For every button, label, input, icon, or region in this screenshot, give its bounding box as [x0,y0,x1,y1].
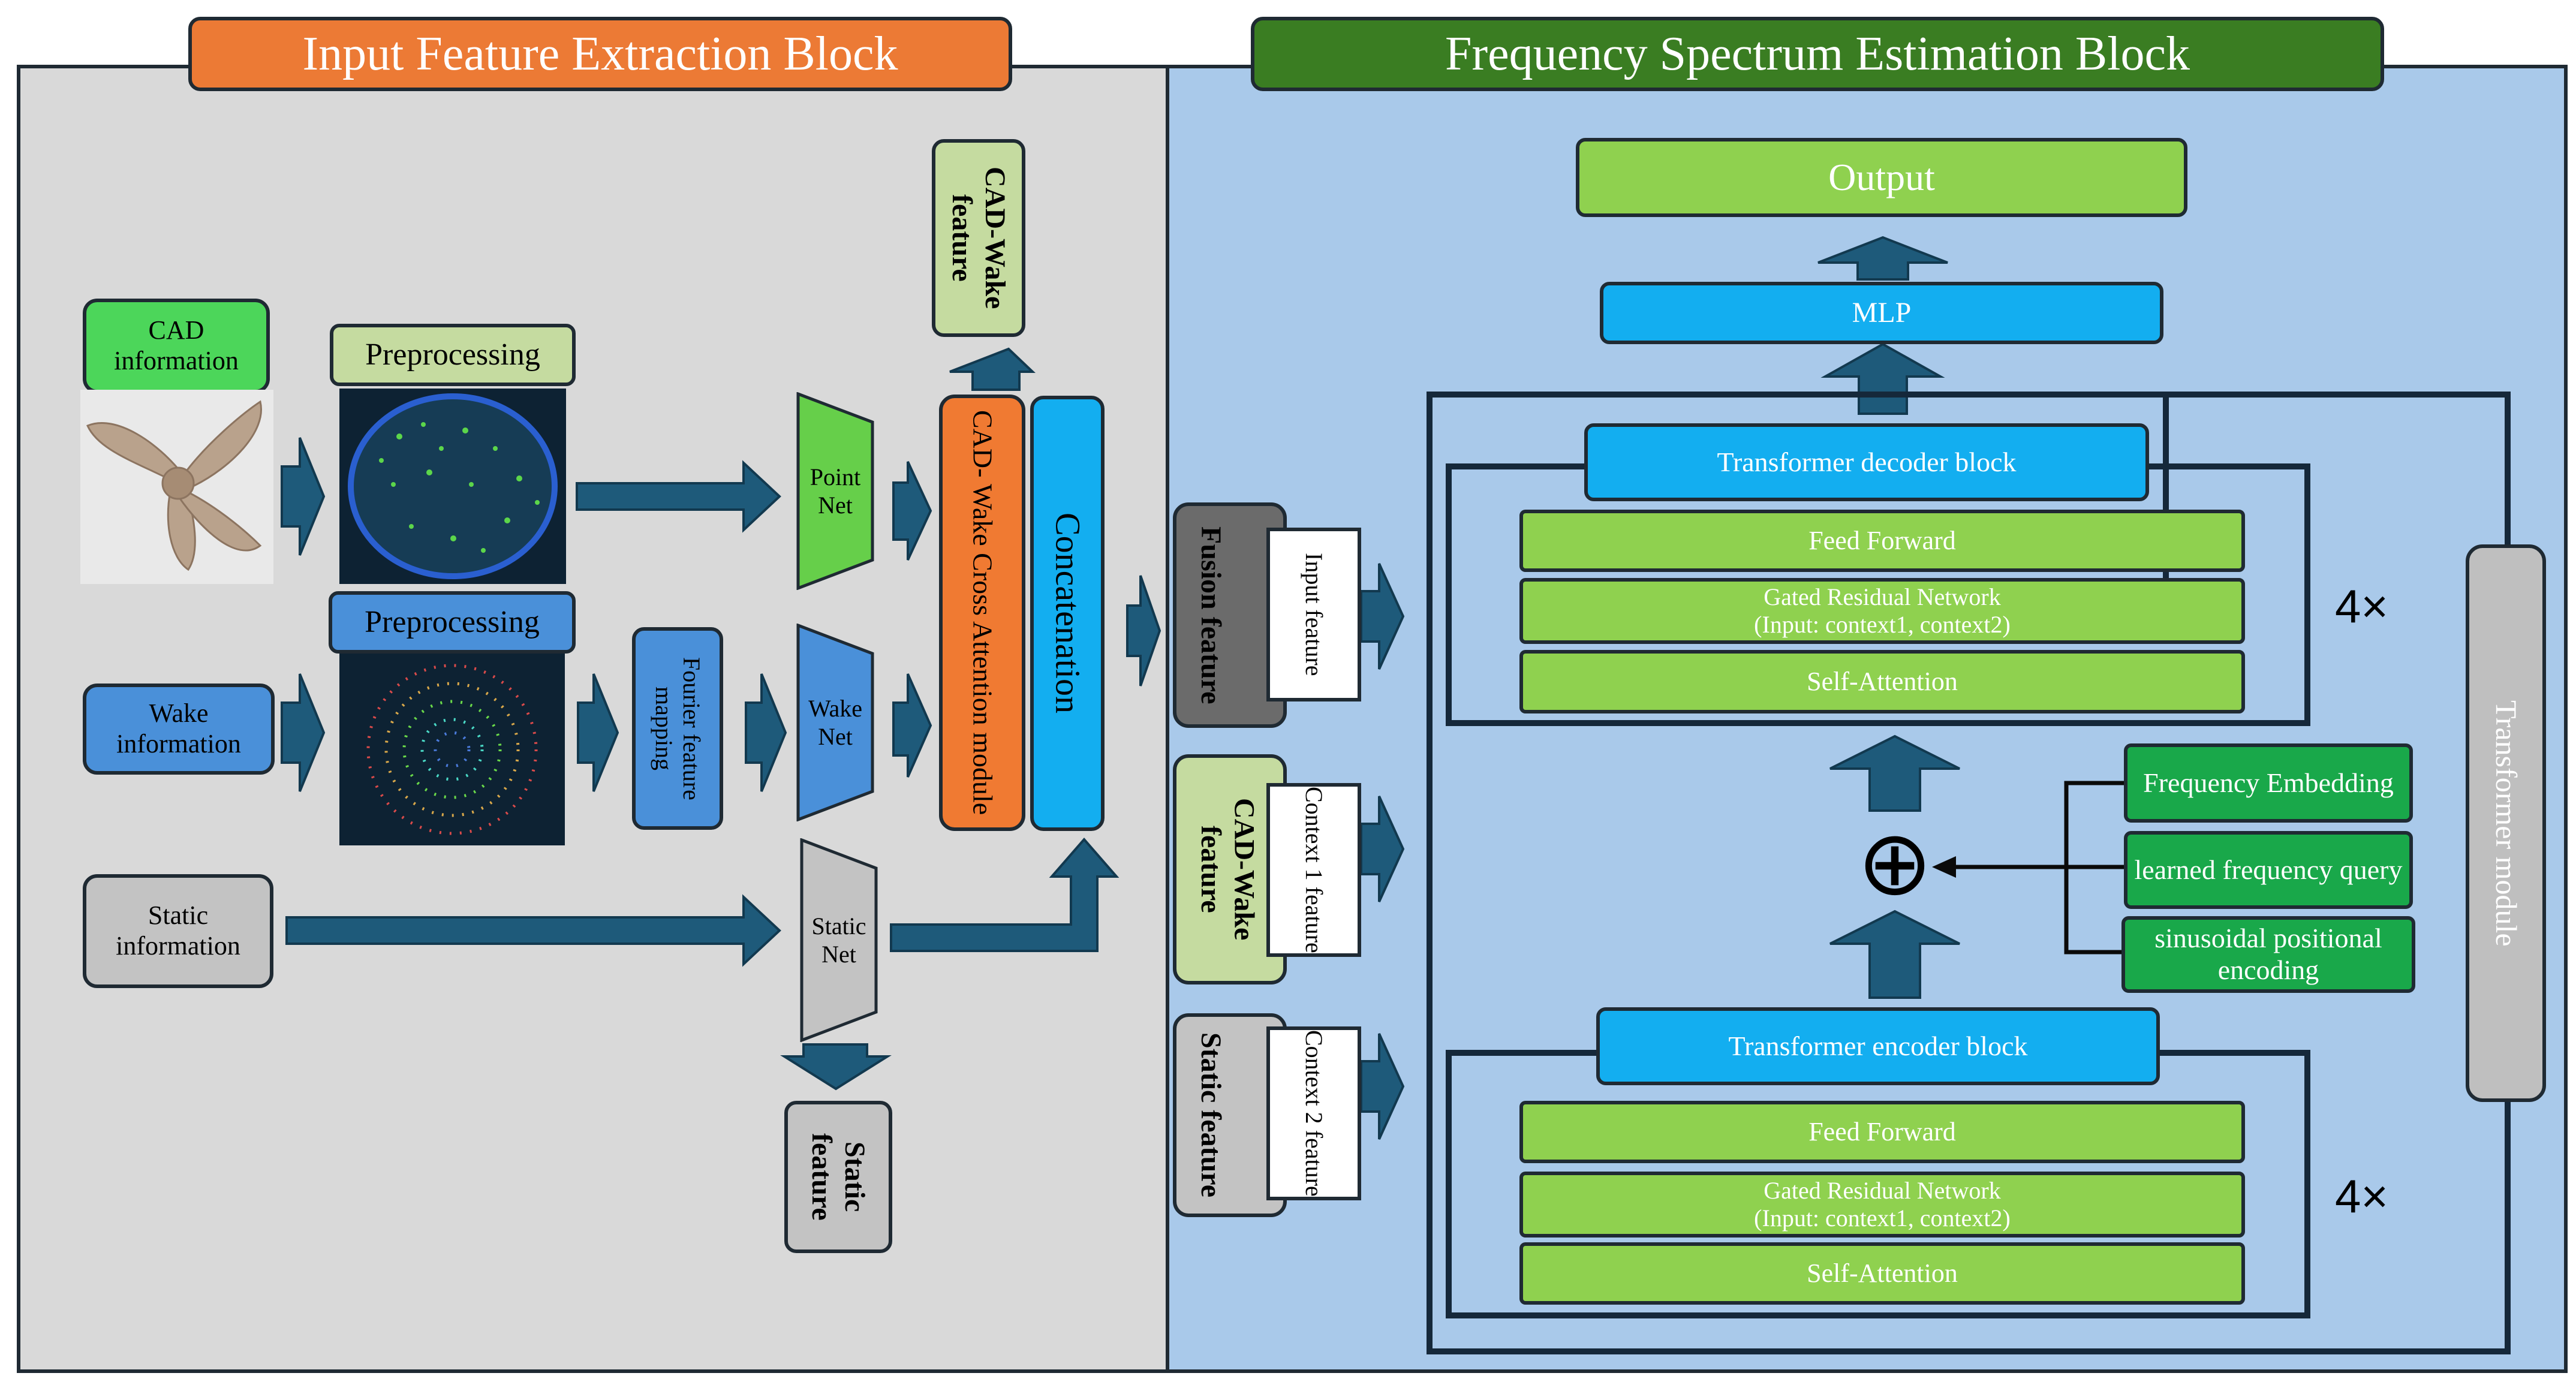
fusion-feature-label: Fusion feature [1195,526,1227,704]
preprocessing-wake: Preprocessing [329,591,576,654]
learned-frequency-query: learned frequency query [2124,831,2413,909]
arrow-up-icon [1820,342,1945,415]
arrow-right-icon [892,461,932,561]
preprocessing-cad: Preprocessing [330,324,576,386]
concatenation: Concatenation [1030,396,1105,831]
encoder-self-attention: Self-Attention [1519,1242,2245,1305]
static-information: Static information [83,874,273,988]
encoder-gated-residual-network: Gated Residual Network (Input: context1,… [1519,1172,2245,1238]
fourier-feature-mapping: Fourier feature mapping [632,627,723,830]
cad-wake-cross-attention: CAD- Wake Cross Attention module [939,395,1025,831]
point-net: Point Net [796,392,874,590]
arrow-right-icon [1126,575,1161,687]
propeller-icon [86,400,262,571]
encoder-repeat-count: 4× [2335,1170,2388,1223]
encoder-grn-title: Gated Residual Network [1764,1177,2001,1204]
propeller-image [80,390,273,584]
static-feature-label: Static feature [1195,1032,1227,1198]
arrow-right-icon [1360,796,1405,902]
context2-feature-tag: Context 2 feature [1266,1026,1361,1200]
arrow-down-icon [780,1043,892,1091]
decoder-gated-residual-network: Gated Residual Network (Input: context1,… [1519,578,2245,644]
cad-wake-feature-label: CAD-Wake feature [1195,798,1260,941]
wake-net-label: Wake Net [808,695,863,750]
wake-field-icon [366,664,538,835]
decoder-repeat-count: 4× [2335,580,2388,633]
encoder-grn-inputs: (Input: context1, context2) [1754,1205,2011,1232]
decoder-feed-forward: Feed Forward [1519,510,2245,572]
output-box: Output [1576,138,2187,217]
wake-information: Wake information [83,684,275,775]
add-operator: ⊕ [1857,811,1933,916]
point-cloud-image [339,389,566,584]
transformer-encoder-title: Transformer encoder block [1596,1007,2160,1085]
arrow-right-icon [1360,1033,1405,1140]
point-net-label: Point Net [809,463,861,519]
transformer-decoder-title: Transformer decoder block [1584,423,2149,501]
input-feature-tag: Input feature [1266,528,1361,701]
static-net: Static Net [800,838,878,1042]
arrow-right-icon [281,437,326,556]
frequency-embedding: Frequency Embedding [2124,743,2413,823]
arrow-right-icon [1360,563,1405,670]
arrow-right-icon [745,673,787,792]
decoder-self-attention: Self-Attention [1519,650,2245,713]
arrow-right-icon [892,673,932,778]
decoder-grn-inputs: (Input: context1, context2) [1754,611,2011,638]
arrow-up-icon [949,347,1036,391]
encoder-feed-forward: Feed Forward [1519,1101,2245,1163]
arrowhead-left-icon [1932,856,1956,878]
context1-feature-tag: Context 1 feature [1266,783,1361,957]
arrow-right-icon [577,673,619,792]
left-block-title: Input Feature Extraction Block [188,17,1012,91]
static-feature-output: Static feature [784,1101,892,1253]
wake-net: Wake Net [796,624,874,821]
cad-wake-feature-output: CAD-Wake feature [932,139,1025,337]
arrow-up-icon [1829,910,1960,999]
cad-information: CAD information [83,299,270,393]
arrow-up-icon [1829,734,1960,812]
arrow-up-icon [1817,236,1948,281]
wake-points-image [339,654,565,845]
decoder-grn-title: Gated Residual Network [1764,583,2001,610]
right-block-title: Frequency Spectrum Estimation Block [1251,17,2384,91]
transformer-module-label: Transformer module [2466,544,2546,1102]
arrow-right-icon [281,673,326,792]
sinusoidal-positional-encoding: sinusoidal positional encoding [2121,916,2415,993]
static-net-label: Static Net [811,913,866,968]
point-cloud-icon [348,393,558,579]
elbow-arrow-icon [890,837,1120,952]
arrow-right-icon [285,894,781,967]
mlp-box: MLP [1600,282,2163,344]
arrow-right-icon [576,460,781,533]
